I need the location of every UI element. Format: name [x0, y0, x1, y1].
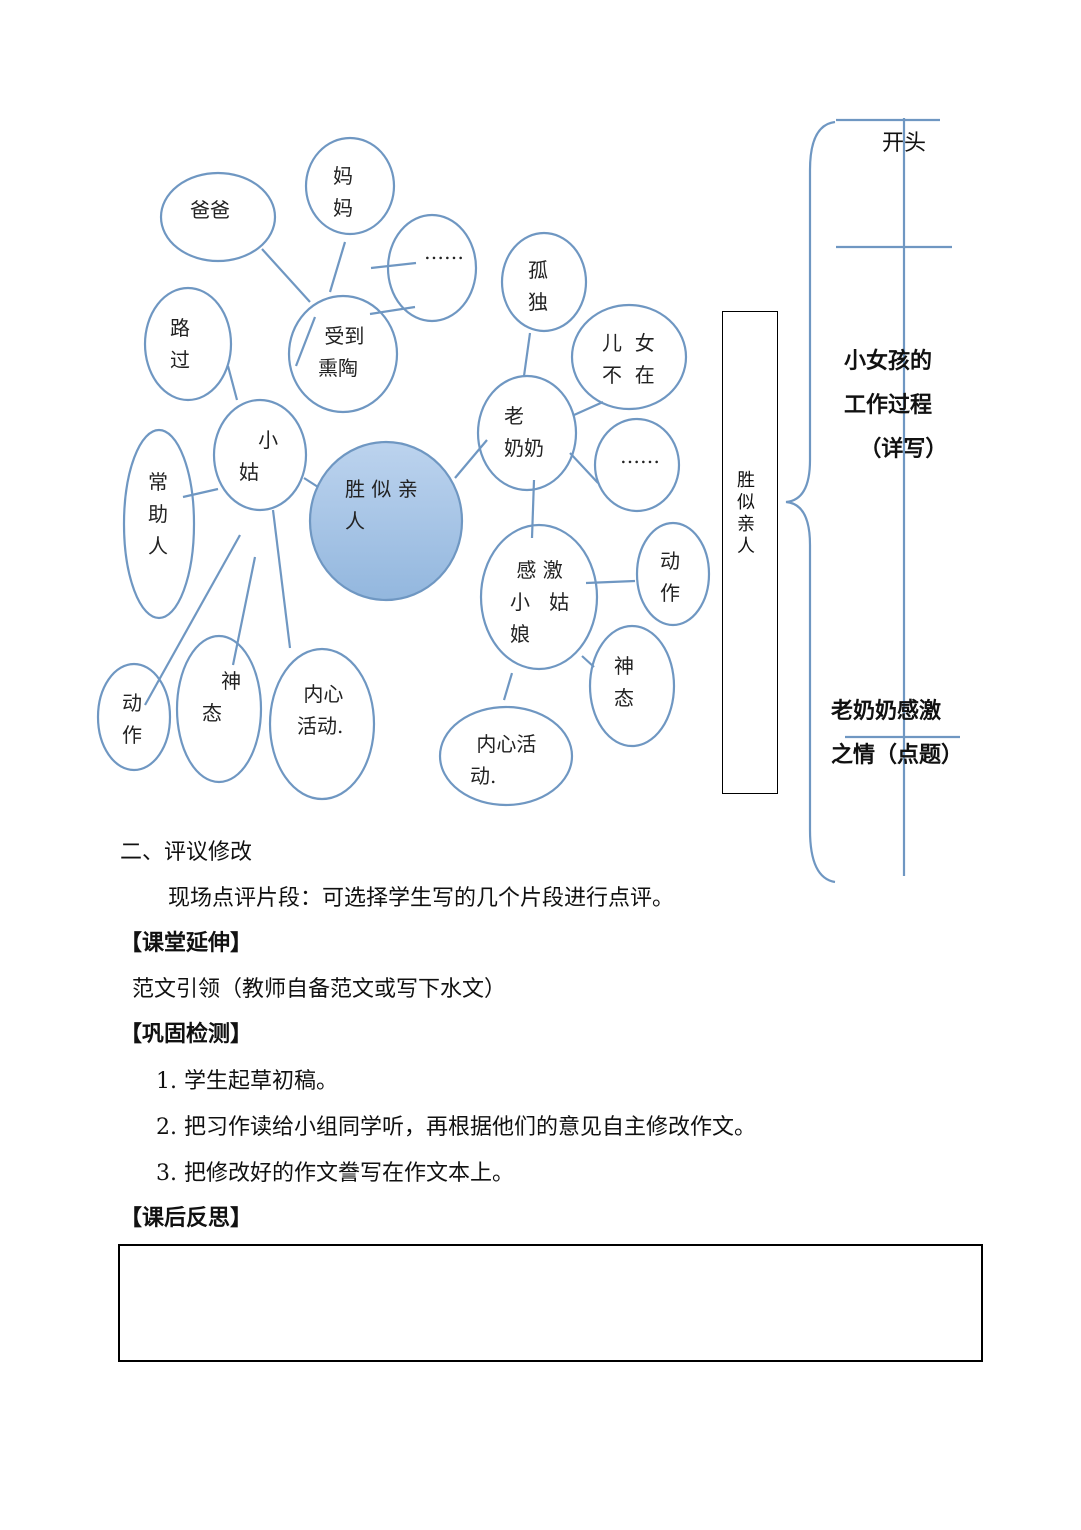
node-grandma — [476, 374, 578, 492]
label-father: 爸爸 — [190, 198, 230, 222]
connector — [144, 534, 241, 706]
label-mother: 妈 妈 — [333, 164, 353, 220]
label-influence: 受到 熏陶 — [318, 324, 365, 380]
node-expression-left — [175, 634, 263, 784]
connector — [585, 579, 636, 585]
label-etc-left: …… — [424, 240, 464, 264]
title-box-label: 胜 似 亲 人 — [737, 470, 755, 557]
structure-process: 小女孩的 工作过程 （详写） — [844, 349, 948, 462]
node-expression-right — [588, 624, 676, 748]
label-action-left: 动 作 — [122, 691, 142, 747]
node-inner-right — [438, 705, 574, 807]
connector — [573, 400, 604, 417]
label-center: 胜 似 亲 人 — [345, 477, 418, 533]
node-inner-left — [268, 647, 376, 801]
connector — [182, 487, 219, 499]
reflection-box — [118, 1244, 983, 1362]
connector — [231, 556, 257, 666]
label-etc-right: …… — [620, 444, 660, 468]
structure-ending: 老奶奶感激 之情（点题） — [831, 699, 964, 768]
extension-text: 范文引领（教师自备范文或写下水文） — [132, 977, 507, 1002]
node-action-left — [96, 662, 172, 772]
label-inner-right: 内心活 动. — [470, 732, 537, 788]
node-girl — [212, 398, 308, 512]
node-lonely — [500, 231, 588, 333]
label-expression-left: 神 态 — [202, 669, 242, 725]
structure-opening: 开头 — [882, 131, 927, 156]
mind-map — [96, 118, 960, 884]
label-girl: 小 姑 — [239, 428, 279, 484]
node-action-right — [635, 521, 711, 627]
title-box — [722, 311, 778, 794]
connector — [370, 261, 417, 270]
reflection-heading: 【课后反思】 — [120, 1206, 253, 1231]
connector — [569, 452, 599, 484]
node-helper — [122, 428, 196, 620]
node-etc-left — [386, 213, 478, 323]
node-etc-right — [593, 417, 681, 513]
label-grateful: 感 激 小 姑 娘 — [510, 558, 570, 646]
label-helper: 常 助 人 — [148, 470, 168, 558]
label-lonely: 孤 独 — [528, 258, 548, 314]
connector — [522, 332, 532, 377]
label-action-right: 动 作 — [660, 549, 680, 605]
connector — [303, 477, 319, 488]
node-grateful — [479, 523, 599, 671]
check-item: 1. 学生起草初稿。 — [156, 1069, 338, 1094]
review-heading: 二、评议修改 — [120, 840, 253, 865]
label-grandma: 老 奶奶 — [504, 404, 544, 460]
brace — [785, 120, 836, 884]
label-inner-left: 内心 活动. — [297, 682, 344, 738]
connector — [502, 672, 514, 701]
label-passing: 路 过 — [170, 316, 190, 372]
check-item: 2. 把习作读给小组同学听，再根据他们的意见自主修改作文。 — [156, 1115, 756, 1140]
node-center — [308, 440, 464, 602]
check-item: 3. 把修改好的作文誊写在作文本上。 — [156, 1161, 514, 1186]
connector — [271, 509, 292, 649]
connector — [328, 241, 347, 293]
review-text: 现场点评片段：可选择学生写的几个片段进行点评。 — [168, 886, 675, 911]
node-father — [159, 171, 277, 263]
connector — [369, 305, 416, 316]
check-heading: 【巩固检测】 — [120, 1022, 253, 1047]
connector — [294, 316, 317, 367]
connector — [226, 365, 239, 401]
node-mother — [304, 136, 396, 236]
node-influence — [287, 294, 399, 414]
label-expression-right: 神 态 — [614, 654, 634, 710]
extension-heading: 【课堂延伸】 — [120, 931, 253, 956]
connector — [261, 248, 311, 303]
node-passing — [143, 286, 233, 402]
connector — [454, 439, 488, 479]
label-children-away: 儿 女 不 在 — [602, 331, 655, 387]
node-children-away — [570, 303, 688, 411]
